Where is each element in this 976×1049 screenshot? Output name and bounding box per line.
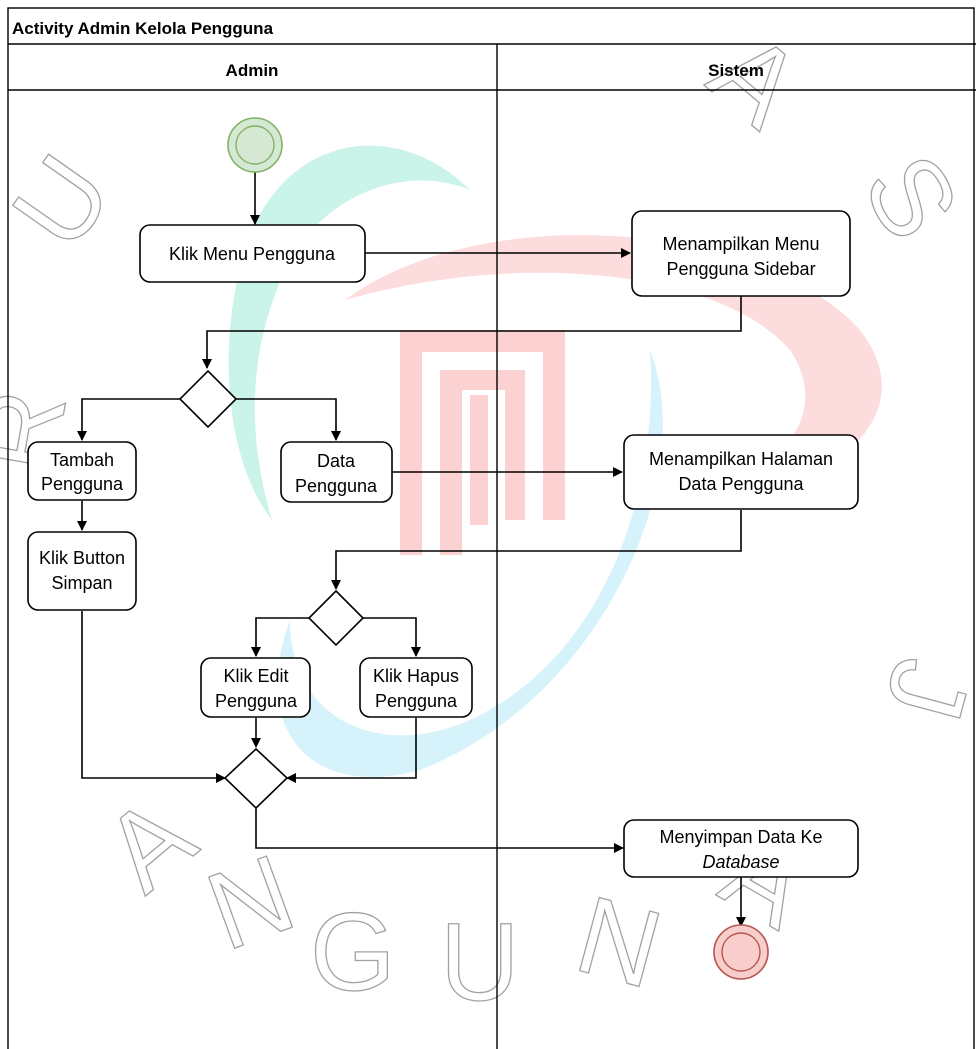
action-label: Klik Hapus xyxy=(373,666,459,686)
action-label-italic: Database xyxy=(702,852,779,872)
watermark-letter: N xyxy=(192,831,309,974)
action-label: Data Pengguna xyxy=(678,474,804,494)
edge-decision1-to-data xyxy=(236,398,341,441)
start-node xyxy=(227,117,283,173)
action-klik-hapus-pengguna: Klik Hapus Pengguna xyxy=(359,657,473,718)
action-label: Pengguna xyxy=(215,691,298,711)
edge-decision2-to-hapus xyxy=(363,617,421,657)
action-label: Simpan xyxy=(51,573,112,593)
decision-diamond-2 xyxy=(307,589,365,647)
action-label: Menampilkan Halaman xyxy=(649,449,833,469)
watermark-letter: A xyxy=(81,773,217,915)
action-label: Klik Button xyxy=(39,548,125,568)
watermark-cyan-arc xyxy=(277,350,663,777)
action-label: Pengguna xyxy=(295,476,378,496)
diagram-frame xyxy=(7,7,975,1049)
edge-klik-simpan-to-merge xyxy=(81,611,226,783)
watermark-red-arc xyxy=(345,235,882,500)
action-label: Menampilkan Menu xyxy=(662,234,819,254)
edge-merge-to-menyimpan xyxy=(255,808,624,853)
end-node xyxy=(713,924,769,980)
edge-menampilkan-menu-to-decision1 xyxy=(202,296,742,369)
action-menampilkan-halaman: Menampilkan Halaman Data Pengguna xyxy=(623,434,859,510)
action-klik-button-simpan: Klik Button Simpan xyxy=(27,531,137,611)
action-label: Pengguna xyxy=(375,691,458,711)
edge-decision2-to-edit xyxy=(251,617,309,657)
action-label: Data xyxy=(317,451,356,471)
action-tambah-pengguna: Tambah Pengguna xyxy=(27,441,137,501)
action-label: Tambah xyxy=(50,450,114,470)
action-label: Menyimpan Data Ke xyxy=(659,827,822,847)
action-label: Pengguna Sidebar xyxy=(666,259,815,279)
action-label: Klik Menu Pengguna xyxy=(169,244,336,264)
edges xyxy=(77,172,746,927)
watermark-letter: N xyxy=(565,873,674,1012)
watermark-letter: G xyxy=(310,891,396,1014)
action-klik-menu-pengguna: Klik Menu Pengguna xyxy=(139,224,366,283)
edge-menampilkan-halaman-to-decision2 xyxy=(331,510,742,590)
action-klik-edit-pengguna: Klik Edit Pengguna xyxy=(200,657,311,718)
edge-decision1-to-tambah xyxy=(77,398,180,441)
action-menampilkan-menu: Menampilkan Menu Pengguna Sidebar xyxy=(631,210,851,297)
watermark-letter: J xyxy=(861,647,976,732)
merge-diamond xyxy=(223,747,289,810)
action-label: Pengguna xyxy=(41,474,124,494)
action-data-pengguna: Data Pengguna xyxy=(280,441,393,503)
edge-hapus-to-merge xyxy=(286,718,417,783)
watermark-letter: U xyxy=(0,134,135,270)
watermark-red-glyph xyxy=(400,330,565,555)
lane-header-admin: Admin xyxy=(226,61,279,80)
action-menyimpan-data: Menyimpan Data Ke Database xyxy=(623,819,859,878)
watermark-letter: U xyxy=(440,901,519,1024)
decision-diamond-1 xyxy=(178,369,238,429)
action-label: Klik Edit xyxy=(223,666,288,686)
diagram-title: Activity Admin Kelola Pengguna xyxy=(12,19,274,38)
watermark-letter: S xyxy=(840,135,976,260)
lane-header-sistem: Sistem xyxy=(708,61,764,80)
